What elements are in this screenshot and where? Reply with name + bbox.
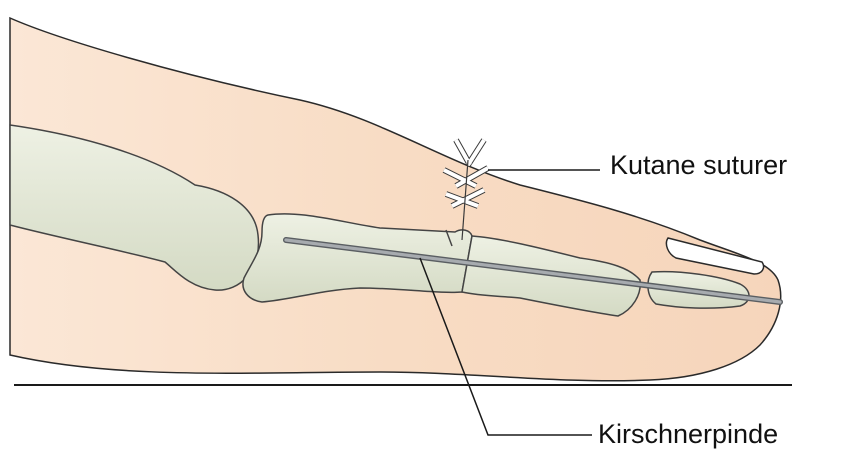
sutures-label: Kutane suturer xyxy=(610,152,787,179)
kirschner-pin-label: Kirschnerpinde xyxy=(598,421,778,448)
